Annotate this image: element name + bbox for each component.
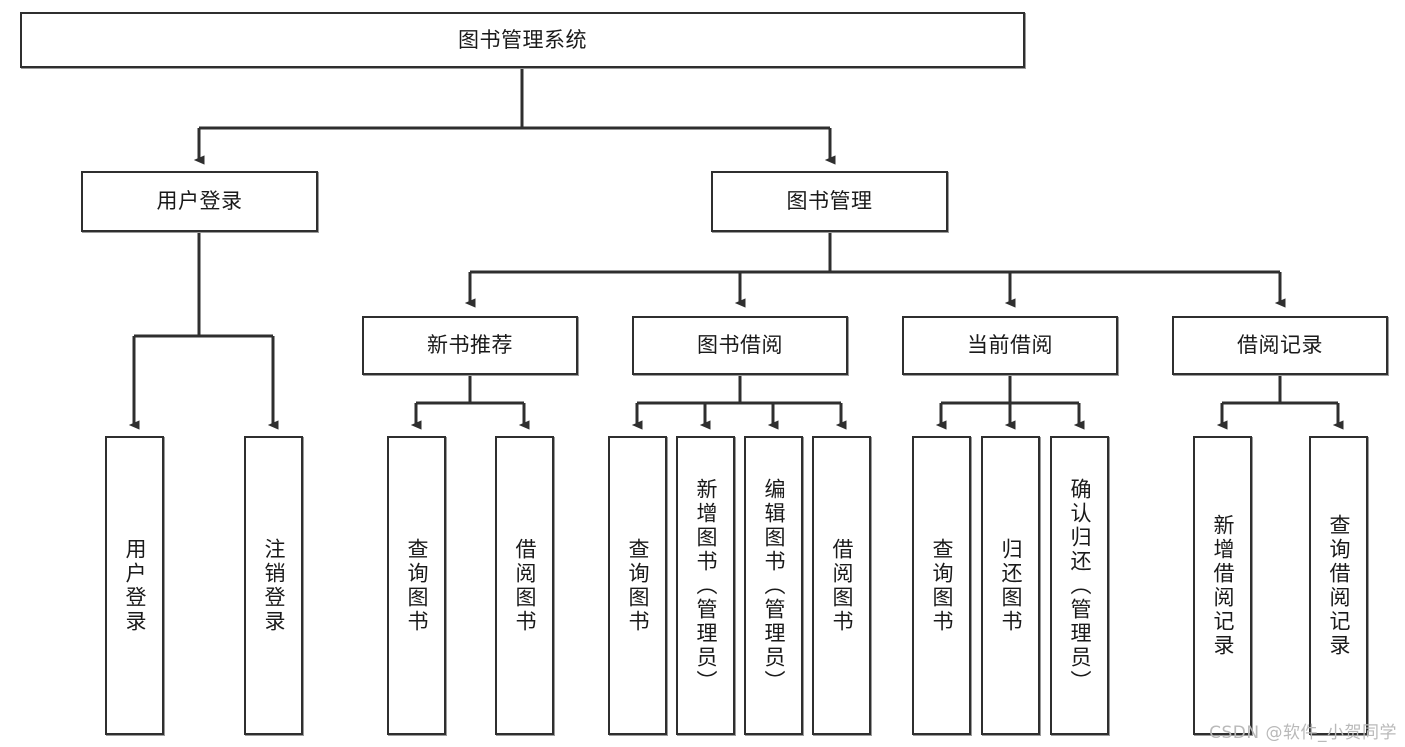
- node-book-borrow[interactable]: 图书借阅: [632, 316, 848, 375]
- node-root-label: 图书管理系统: [458, 27, 587, 52]
- node-leaf-add-record[interactable]: 新增借阅记录: [1193, 436, 1252, 735]
- node-leaf-query-book-1[interactable]: 查询图书: [387, 436, 446, 735]
- node-book-management-label: 图书管理: [786, 189, 873, 214]
- node-leaf-confirm-return-label: 确认归还（管理员）: [1068, 477, 1092, 694]
- node-book-borrow-label: 图书借阅: [697, 333, 783, 358]
- node-leaf-add-record-label: 新增借阅记录: [1211, 513, 1235, 658]
- node-book-management[interactable]: 图书管理: [711, 171, 948, 232]
- node-leaf-borrow-book-2[interactable]: 借阅图书: [812, 436, 871, 735]
- node-new-book-recommend[interactable]: 新书推荐: [362, 316, 578, 375]
- node-leaf-borrow-book-1[interactable]: 借阅图书: [495, 436, 554, 735]
- node-leaf-query-record[interactable]: 查询借阅记录: [1309, 436, 1368, 735]
- node-leaf-logout-label: 注销登录: [262, 537, 286, 634]
- node-root[interactable]: 图书管理系统: [20, 12, 1025, 68]
- node-leaf-borrow-book-2-label: 借阅图书: [830, 537, 854, 634]
- node-leaf-query-book-2-label: 查询图书: [626, 537, 650, 634]
- node-leaf-borrow-book-1-label: 借阅图书: [513, 537, 537, 634]
- node-leaf-confirm-return[interactable]: 确认归还（管理员）: [1050, 436, 1109, 735]
- node-leaf-user-login-label: 用户登录: [123, 537, 147, 634]
- node-user-login[interactable]: 用户登录: [81, 171, 318, 232]
- node-user-login-label: 用户登录: [156, 189, 243, 214]
- node-leaf-edit-book[interactable]: 编辑图书（管理员）: [744, 436, 803, 735]
- node-leaf-logout[interactable]: 注销登录: [244, 436, 303, 735]
- node-leaf-query-book-3[interactable]: 查询图书: [912, 436, 971, 735]
- node-leaf-user-login[interactable]: 用户登录: [105, 436, 164, 735]
- node-leaf-query-book-2[interactable]: 查询图书: [608, 436, 667, 735]
- node-leaf-query-book-3-label: 查询图书: [930, 537, 954, 634]
- node-borrow-record[interactable]: 借阅记录: [1172, 316, 1388, 375]
- node-leaf-add-book-label: 新增图书（管理员）: [694, 477, 718, 694]
- node-leaf-return-book-label: 归还图书: [999, 537, 1023, 634]
- node-leaf-edit-book-label: 编辑图书（管理员）: [762, 477, 786, 694]
- node-new-book-recommend-label: 新书推荐: [427, 333, 513, 358]
- node-leaf-query-book-1-label: 查询图书: [405, 537, 429, 634]
- node-current-borrow-label: 当前借阅: [967, 333, 1053, 358]
- node-current-borrow[interactable]: 当前借阅: [902, 316, 1118, 375]
- node-borrow-record-label: 借阅记录: [1237, 333, 1323, 358]
- node-leaf-add-book[interactable]: 新增图书（管理员）: [676, 436, 735, 735]
- node-leaf-query-record-label: 查询借阅记录: [1327, 513, 1351, 658]
- node-leaf-return-book[interactable]: 归还图书: [981, 436, 1040, 735]
